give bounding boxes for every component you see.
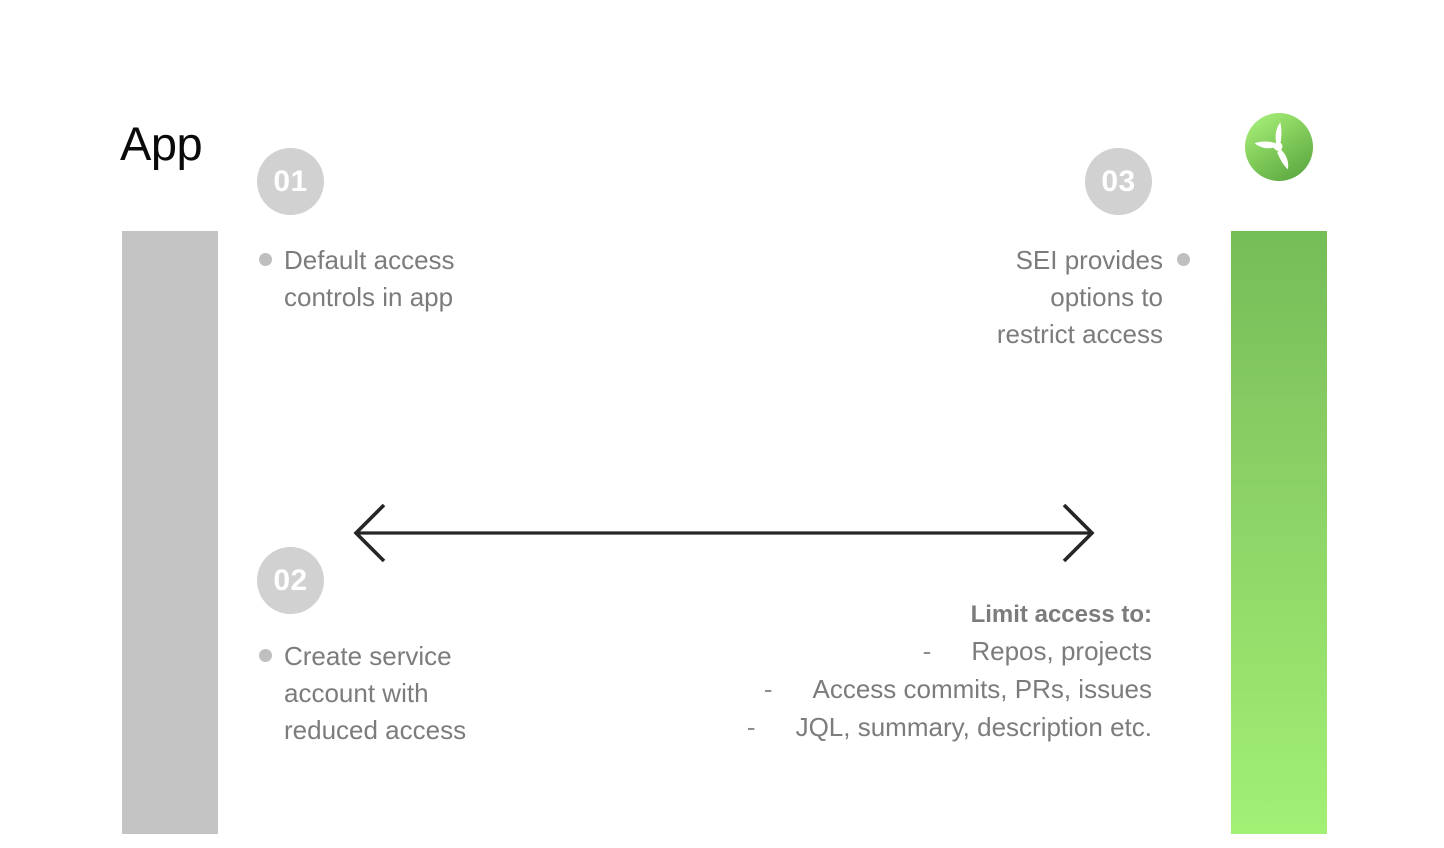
limit-access-block: Limit access to: - Repos, projects - Acces… [600,598,1152,746]
limit-access-item: - Repos, projects [600,632,1152,670]
step-badge-02: 02 [257,547,324,614]
limit-access-item-label: Access commits, PRs, issues [812,674,1152,704]
left-gray-bar [122,231,218,834]
step-03-line-3: restrict access [996,319,1163,349]
sei-propeller-logo-icon [1244,112,1314,182]
step-01-text: Default access controls in app [259,242,589,316]
double-headed-arrow-icon [348,503,1100,563]
step-03-text: SEI provides options to restrict access [860,242,1190,353]
step-01-line-1: Default access [259,242,589,279]
list-dash: - [763,674,773,704]
limit-access-item-label: JQL, summary, description etc. [795,712,1152,742]
bullet-dot-icon [259,253,272,266]
step-01-line-2: controls in app [284,282,454,312]
step-01-line-1-label: Default access [284,245,455,275]
step-02-line-1: Create service [259,638,589,675]
limit-access-item: - Access commits, PRs, issues [600,670,1152,708]
limit-access-heading: Limit access to: [970,601,1152,628]
limit-access-item-label: Repos, projects [971,636,1152,666]
right-green-bar [1231,231,1327,834]
step-02-line-3: reduced access [284,715,467,745]
bullet-dot-icon [1177,253,1190,266]
step-03-line-1: SEI provides [860,242,1190,279]
limit-access-item: - JQL, summary, description etc. [600,708,1152,746]
list-dash: - [746,712,756,742]
bullet-dot-icon [259,649,272,662]
page-title: App [120,117,203,170]
list-dash: - [922,636,932,666]
step-badge-01: 01 [257,148,324,215]
step-02-text: Create service account with reduced acce… [259,638,589,749]
step-03-line-1-label: SEI provides [1015,245,1163,275]
step-02-line-2: account with [284,678,429,708]
step-03-line-2: options to [1050,282,1163,312]
step-02-line-1-label: Create service [284,641,452,671]
step-badge-03: 03 [1085,148,1152,215]
